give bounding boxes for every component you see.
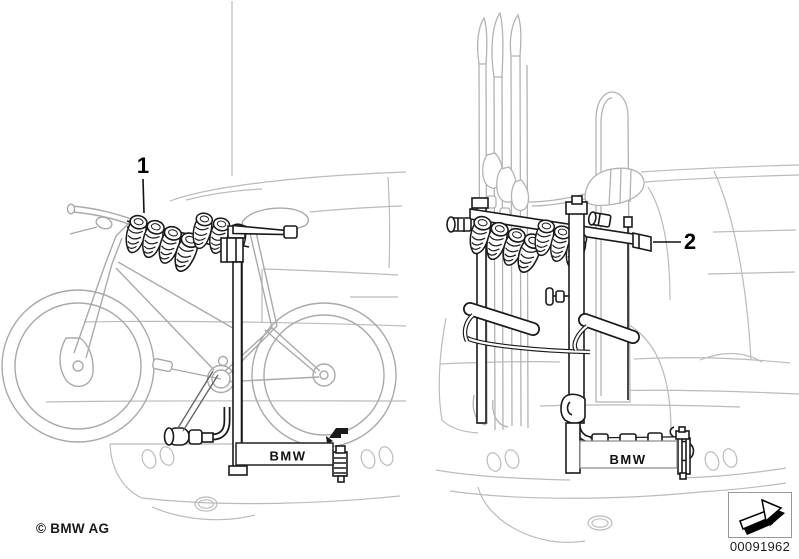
t-screw [545, 287, 554, 306]
image-number: 00091962 [729, 539, 791, 554]
copyright: © BMW AG [36, 521, 110, 536]
callout-1-leader [142, 178, 145, 214]
bike-carrier-figure: BMW 1 [1, 1, 407, 521]
ski-carrier-figure: BMW 2 [435, 11, 799, 543]
clamp-icon [329, 428, 348, 438]
callout-2: 2 [653, 229, 696, 254]
direction-arrow-box [728, 492, 792, 538]
ski-rack [446, 195, 695, 480]
direction-arrow-icon [739, 498, 785, 535]
board-strap [584, 167, 645, 207]
plate-text-left: BMW [270, 449, 307, 464]
license-plate-right: BMW [579, 440, 678, 469]
callout-2-label: 2 [684, 229, 696, 254]
callout-1: 1 [137, 153, 149, 214]
bicycle [1, 203, 397, 448]
skis [472, 11, 530, 431]
license-plate-left: BMW [235, 442, 334, 466]
plate-light-bracket-right [669, 426, 695, 480]
bike-rack [122, 211, 348, 483]
plate-text-right: BMW [610, 452, 647, 467]
ski-binding [510, 179, 530, 212]
callout-1-label: 1 [137, 153, 149, 178]
